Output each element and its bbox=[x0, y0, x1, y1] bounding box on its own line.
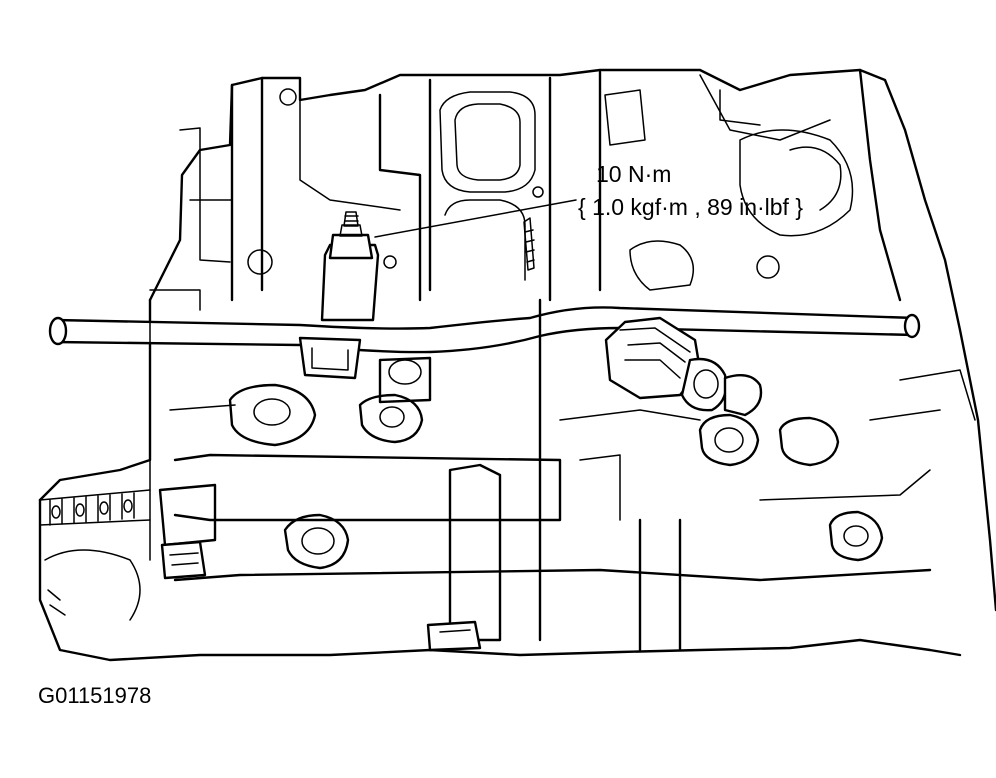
lower-block-details bbox=[149, 298, 976, 652]
callout-leader-line bbox=[374, 199, 577, 238]
bolt-fitting bbox=[320, 211, 380, 322]
threaded-stud bbox=[523, 217, 535, 271]
figure-id-label: G01151978 bbox=[38, 683, 152, 708]
cylinder-head-details bbox=[149, 68, 902, 311]
timing-chain bbox=[39, 489, 151, 621]
connector-assembly bbox=[604, 316, 763, 417]
tube-assembly bbox=[48, 306, 921, 380]
torque-value-conversions: { 1.0 kgf·m , 89 in·lbf } bbox=[578, 194, 804, 220]
torque-value-metric: 10 N·m bbox=[596, 161, 672, 187]
